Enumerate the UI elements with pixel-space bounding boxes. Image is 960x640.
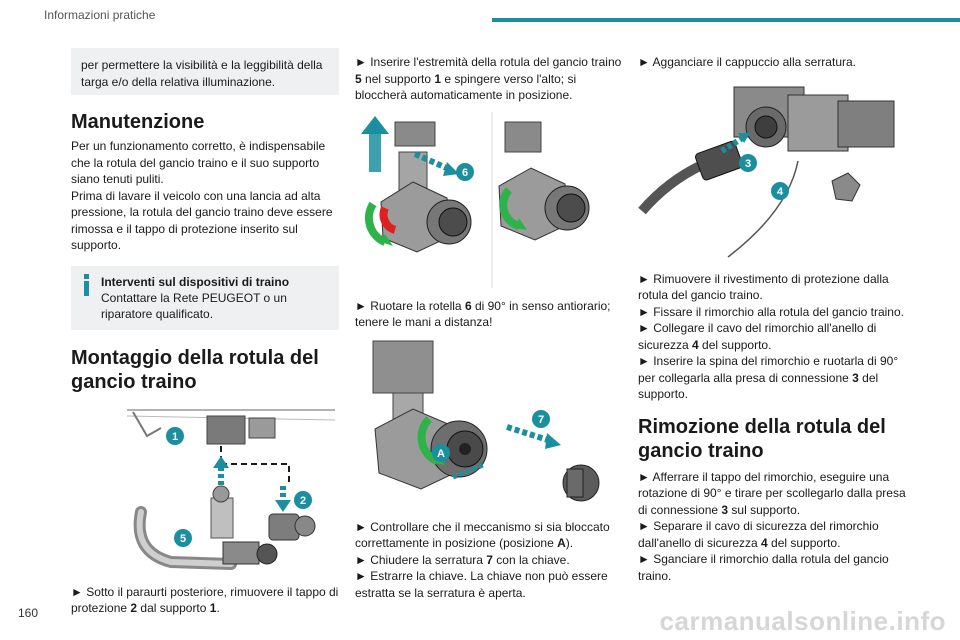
- mount-step-10-text-b: del supporto.: [698, 337, 772, 352]
- mount-step-11-text-a: ► Inserire la spina del rimorchio e ruot…: [638, 354, 899, 385]
- mount-heading-line-1: Montaggio della rotula del: [71, 346, 319, 369]
- column-2: ► Inserire l'estremità della rotula del …: [355, 48, 623, 601]
- page-number: 160: [18, 606, 39, 620]
- watermark: carmanualsonline.info: [659, 606, 946, 636]
- mount-step-4: ► Controllare che il meccanismo si sia b…: [355, 519, 623, 552]
- mount-step-8: ► Rimuovere il rivestimento di protezion…: [638, 271, 889, 303]
- figure-rotate-wheel: 6: [355, 111, 619, 288]
- info-title: Interventi sul dispositivi di traino: [101, 274, 290, 289]
- remove-heading: Rimozione della rotula del gancio traino: [638, 415, 906, 463]
- callout-7: 7: [538, 414, 544, 426]
- remove-step-2-ref-4: 4: [761, 535, 768, 550]
- mount-step-1-ref-1: 1: [209, 601, 217, 615]
- mount-step-2-ref-5: 5: [355, 71, 362, 86]
- mount-step-4-text-b: ).: [565, 536, 574, 550]
- remove-step-2-text-b: del supporto.: [767, 535, 841, 550]
- remove-heading-line-1: Rimozione della rotula del: [638, 415, 886, 438]
- mount-step-1-text-c: .: [216, 601, 220, 615]
- mount-step-2-text-b: nel supporto: [361, 71, 435, 86]
- remove-step-1: ► Afferrare il tappo del rimorchio, eseg…: [638, 469, 906, 519]
- mount-step-1-ref-2: 2: [130, 601, 138, 615]
- mount-step-5-text-b: con la chiave.: [492, 552, 570, 567]
- remove-heading-line-2: gancio traino: [638, 439, 764, 462]
- remove-step-2: ► Separare il cavo di sicurezza del rimo…: [638, 518, 906, 551]
- mount-step-5: ► Chiudere la serratura 7 con la chiave.: [355, 552, 623, 569]
- remove-step-1-text-a: ► Afferrare il tappo del rimorchio, eseg…: [638, 469, 906, 517]
- note-box: per permettere la visibilità e la leggib…: [71, 48, 339, 95]
- maintenance-text-1: Per un funzionamento corretto, è indispe…: [71, 139, 326, 186]
- remove-step-2-text-a: ► Separare il cavo di sicurezza del rimo…: [638, 519, 879, 550]
- mount-step-1: ► Sotto il paraurti posteriore, rimuover…: [71, 584, 339, 617]
- mount-heading: Montaggio della rotula del gancio traino: [71, 346, 339, 394]
- mount-step-1-text-a: ► Sotto il paraurti posteriore, rimuover…: [71, 584, 339, 616]
- mount-step-3: ► Ruotare la rotella 6 di 90° in senso a…: [355, 298, 623, 331]
- remove-step-3: ► Sganciare il rimorchio dalla rotula de…: [638, 552, 889, 583]
- mount-step-10-ref-4: 4: [692, 337, 699, 352]
- callout-3: 3: [745, 158, 751, 170]
- mount-step-3-text-b: di 90° in senso antiorario; tenere le ma…: [355, 298, 611, 330]
- figure-mount-hitch: 1 2 5: [71, 401, 335, 578]
- mount-step-3-text-a: ► Ruotare la rotella: [355, 298, 465, 313]
- callout-1: 1: [172, 431, 178, 443]
- info-icon: [83, 273, 91, 298]
- column-1: per permettere la visibilità e la leggib…: [71, 48, 339, 617]
- mount-step-11-ref-3: 3: [852, 370, 859, 385]
- mount-heading-line-2: gancio traino: [71, 370, 197, 393]
- mount-step-10-text-a: ► Collegare il cavo del rimorchio all'an…: [638, 321, 877, 352]
- remove-step-1-ref-3: 3: [721, 502, 729, 517]
- mount-step-2-text-a: ► Inserire l'estremità della rotula del …: [355, 55, 622, 69]
- callout-4: 4: [777, 186, 784, 198]
- mount-step-5-text-a: ► Chiudere la serratura: [355, 552, 487, 567]
- mount-step-3-ref-6: 6: [464, 298, 472, 313]
- maintenance-heading: Manutenzione: [71, 111, 205, 133]
- mount-step-7: ► Agganciare il cappuccio alla serratura…: [638, 55, 856, 69]
- mount-step-4-ref-A: A: [557, 536, 566, 550]
- callout-5: 5: [180, 533, 186, 545]
- mount-step-1-text-b: dal supporto: [137, 601, 210, 615]
- mount-step-5-ref-7: 7: [486, 552, 493, 567]
- header-accent-bar: [492, 18, 960, 22]
- info-text: Contattare la Rete PEUGEOT o un riparato…: [101, 290, 287, 321]
- figure-connect-cable: 3 4: [638, 80, 900, 259]
- mount-step-2-text-c: e spingere verso l'alto; si bloccherà au…: [355, 71, 577, 103]
- remove-step-1-text-b: sul supporto.: [728, 502, 801, 517]
- note-text: per permettere la visibilità e la leggib…: [81, 58, 323, 89]
- callout-2: 2: [300, 495, 306, 507]
- figure-rotate-wheel-svg: 6: [355, 111, 619, 288]
- callout-6: 6: [462, 167, 468, 179]
- figure-lock-svg: 7 A: [355, 336, 619, 507]
- mount-step-2: ► Inserire l'estremità della rotula del …: [355, 54, 623, 104]
- maintenance-text-2: Prima di lavare il veicolo con una lanci…: [71, 188, 333, 253]
- info-box: Interventi sul dispositivi di traino Con…: [71, 265, 339, 330]
- mount-step-4-text-a: ► Controllare che il meccanismo si sia b…: [355, 519, 610, 551]
- header-title: Informazioni pratiche: [44, 8, 156, 22]
- mount-step-10: ► Collegare il cavo del rimorchio all'an…: [638, 320, 906, 353]
- figure-mount-hitch-svg: 1 2 5: [111, 401, 335, 578]
- figure-lock: 7 A: [355, 336, 619, 507]
- mount-step-9: ► Fissare il rimorchio alla rotula del g…: [638, 304, 904, 319]
- callout-A: A: [437, 448, 445, 460]
- mount-step-11-text-b: del supporto.: [638, 370, 879, 402]
- column-3: ► Agganciare il cappuccio alla serratura…: [638, 48, 906, 584]
- mount-step-2-ref-1: 1: [434, 71, 442, 86]
- mount-step-6: ► Estrarre la chiave. La chiave non può …: [355, 569, 608, 600]
- mount-step-11: ► Inserire la spina del rimorchio e ruot…: [638, 353, 906, 403]
- figure-connect-cable-svg: 3 4: [638, 80, 900, 259]
